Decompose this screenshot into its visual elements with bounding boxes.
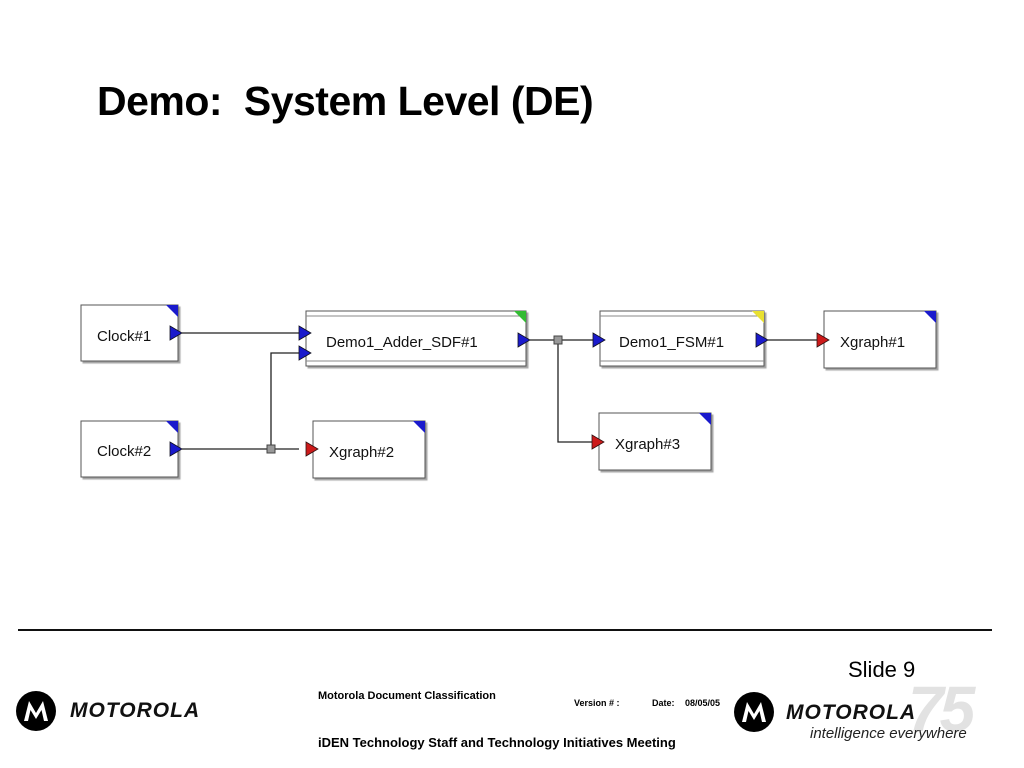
batwing-icon <box>16 691 56 731</box>
block-label: Xgraph#3 <box>615 436 680 453</box>
batwing-icon <box>734 692 774 732</box>
input-port[interactable] <box>592 332 606 348</box>
corner-marker <box>752 311 764 323</box>
corner-marker <box>166 421 178 433</box>
system-diagram: Clock#1 Clock#2 Demo1_Adder_SDF#1 Demo1_… <box>80 304 937 479</box>
corner-marker <box>413 421 425 433</box>
block-label: Clock#1 <box>97 328 151 345</box>
output-port[interactable] <box>169 441 183 457</box>
block-xgraph1[interactable]: Xgraph#1 <box>816 310 937 369</box>
version-label: Version # : <box>574 698 620 708</box>
output-port[interactable] <box>517 332 531 348</box>
block-label: Xgraph#1 <box>840 334 905 351</box>
block-adder[interactable]: Demo1_Adder_SDF#1 <box>298 310 531 367</box>
footer-divider <box>18 629 992 631</box>
document-classification: Motorola Document Classification <box>318 690 496 702</box>
output-port[interactable] <box>755 332 769 348</box>
junction-node <box>266 444 276 454</box>
input-port[interactable] <box>298 325 312 341</box>
corner-marker <box>514 311 526 323</box>
anniversary-watermark: 75 <box>908 673 975 745</box>
wires <box>182 332 817 450</box>
input-port[interactable] <box>816 332 830 348</box>
date-label: Date: <box>652 698 675 708</box>
date-value: 08/05/05 <box>685 698 721 708</box>
input-port[interactable] <box>298 345 312 361</box>
logo-wordmark: MOTOROLA <box>70 699 201 722</box>
block-clock2[interactable]: Clock#2 <box>80 420 183 478</box>
input-port[interactable] <box>591 434 605 450</box>
meeting-title: iDEN Technology Staff and Technology Ini… <box>318 735 676 750</box>
block-fsm[interactable]: Demo1_FSM#1 <box>592 310 769 367</box>
input-port[interactable] <box>305 441 319 457</box>
motorola-logo-left: MOTOROLA <box>14 688 234 734</box>
block-xgraph3[interactable]: Xgraph#3 <box>591 412 712 471</box>
corner-marker <box>166 305 178 317</box>
output-port[interactable] <box>169 325 183 341</box>
block-label: Xgraph#2 <box>329 444 394 461</box>
block-label: Clock#2 <box>97 443 151 460</box>
block-xgraph2[interactable]: Xgraph#2 <box>305 420 426 479</box>
motorola-logo-right: MOTOROLA intelligence everywhere <box>732 692 1017 752</box>
junction-node <box>553 335 563 345</box>
wire-junction-adder <box>270 352 299 449</box>
slide-title: Demo: System Level (DE) <box>97 78 594 124</box>
block-label: Demo1_FSM#1 <box>619 334 724 351</box>
slide-number: Slide 9 <box>848 657 916 682</box>
tagline: intelligence everywhere <box>810 725 967 742</box>
wire-junction-xgraph3 <box>557 340 593 443</box>
corner-marker <box>699 413 711 425</box>
block-label: Demo1_Adder_SDF#1 <box>326 334 478 351</box>
corner-marker <box>924 311 936 323</box>
block-clock1[interactable]: Clock#1 <box>80 304 183 362</box>
logo-wordmark: MOTOROLA <box>786 701 917 724</box>
